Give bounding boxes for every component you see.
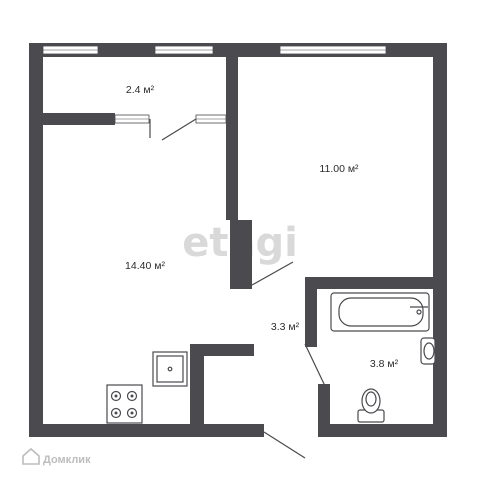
bedroom-door xyxy=(251,261,294,286)
wall-bathroom-left-lower xyxy=(318,384,330,424)
window-top-2 xyxy=(154,45,214,55)
bathtub-icon xyxy=(330,292,430,332)
stove-icon xyxy=(106,384,143,424)
wall-kitchen-top xyxy=(190,344,254,356)
room-area-balcony: 2.4 м² xyxy=(126,84,155,96)
entrance-door xyxy=(263,431,306,459)
sink-icon xyxy=(420,337,436,365)
house-icon xyxy=(22,447,40,465)
kitchen-sink-icon xyxy=(152,351,188,387)
wall-bottom-right xyxy=(318,424,447,437)
window-balcony-1 xyxy=(114,114,150,124)
wall-kitchen-side xyxy=(190,344,204,424)
wall-balcony-left xyxy=(43,113,115,125)
wall-bathroom-left-upper xyxy=(305,289,317,347)
bathroom-door xyxy=(304,343,326,387)
room-area-bedroom: 11.00 м² xyxy=(319,163,359,175)
room-area-hall: 3.3 м² xyxy=(271,321,300,333)
wall-right xyxy=(433,43,447,437)
wall-bedroom-left-lower xyxy=(230,220,252,289)
wall-left xyxy=(29,43,43,437)
balcony-door xyxy=(149,118,197,141)
window-top-3 xyxy=(279,45,387,55)
room-area-bathroom: 3.8 м² xyxy=(370,358,399,370)
wall-bottom-left xyxy=(29,424,264,437)
window-top-1 xyxy=(42,45,99,55)
toilet-icon xyxy=(357,388,385,423)
wall-bedroom-left-upper xyxy=(226,57,238,220)
brand-text: Домклик xyxy=(43,454,91,466)
wall-bedroom-bottom xyxy=(305,277,433,289)
window-balcony-2 xyxy=(195,114,227,124)
brand-logo: Домклик xyxy=(22,447,91,466)
room-area-living: 14.40 м² xyxy=(125,260,165,272)
